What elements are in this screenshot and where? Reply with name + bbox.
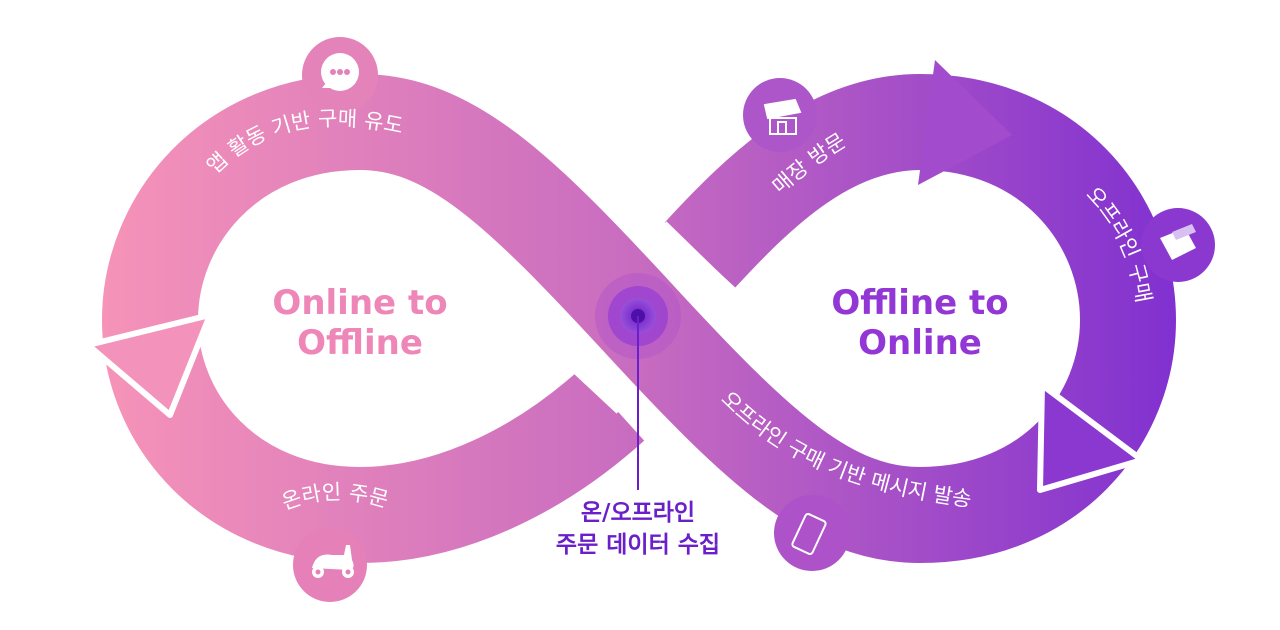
step-node-chat xyxy=(302,37,378,113)
left-loop-title-line1: Online to xyxy=(272,283,447,323)
hub-label-line2: 주문 데이터 수집 xyxy=(556,532,720,558)
data-hub-marker xyxy=(595,273,681,490)
shopping-bag-icon xyxy=(1160,224,1196,260)
right-loop-title-line1: Offline to xyxy=(831,283,1008,323)
store-icon xyxy=(763,98,802,135)
mobile-phone-icon xyxy=(791,513,827,555)
hub-label-line1: 온/오프라인 xyxy=(581,500,695,526)
chat-bubble-icon xyxy=(321,53,359,91)
right-loop-title-line2: Online xyxy=(858,323,982,363)
scooter-icon xyxy=(312,545,354,578)
left-loop-title-line2: Offline xyxy=(297,323,423,363)
step-node-store xyxy=(743,78,817,152)
step-node-bag xyxy=(1141,208,1215,282)
step-node-scooter xyxy=(293,528,367,602)
step-node-phone xyxy=(774,495,850,571)
